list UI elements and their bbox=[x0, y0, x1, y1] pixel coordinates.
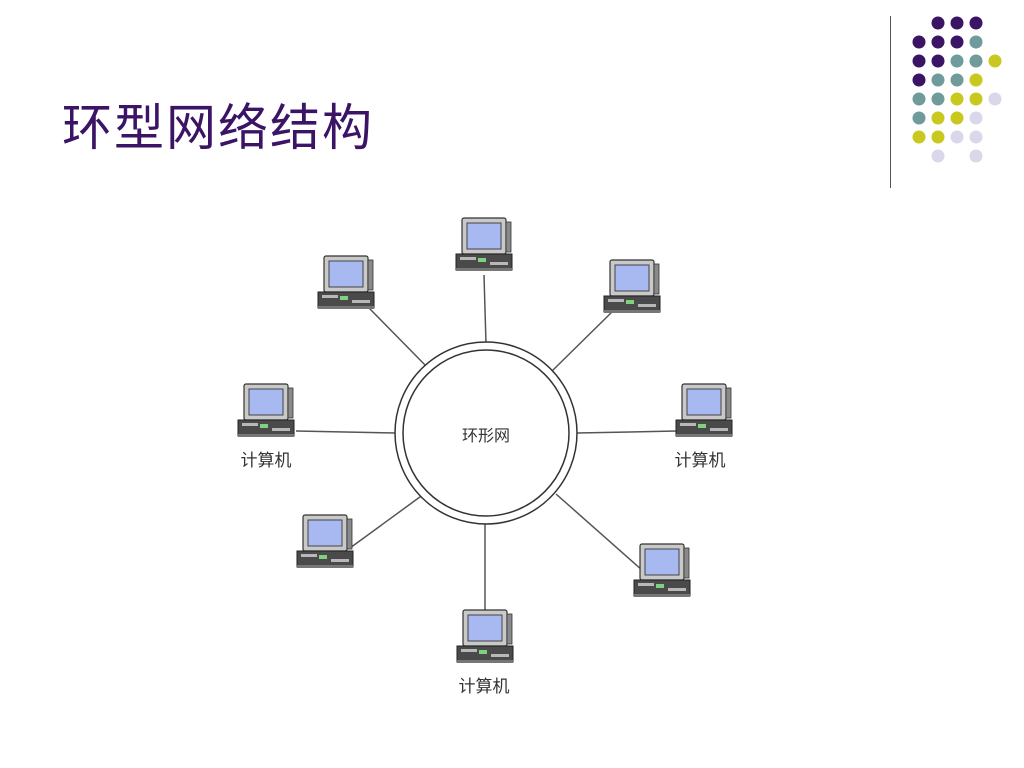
decorative-dot bbox=[950, 16, 964, 30]
decorative-dot bbox=[950, 54, 964, 68]
computer-node-right: 计算机 bbox=[675, 383, 733, 471]
decorative-dot bbox=[969, 35, 983, 49]
decorative-dot bbox=[931, 130, 945, 144]
decorative-dot bbox=[931, 149, 945, 163]
computer-node-top-left bbox=[317, 255, 375, 310]
decorative-dot bbox=[931, 73, 945, 87]
decorative-dot bbox=[969, 130, 983, 144]
decorative-dot bbox=[912, 111, 926, 125]
decorative-dot bbox=[912, 54, 926, 68]
computer-icon bbox=[603, 259, 661, 314]
decorative-dot-grid bbox=[912, 16, 1002, 163]
decorative-dot bbox=[950, 92, 964, 106]
decorative-dot bbox=[931, 54, 945, 68]
link-left bbox=[295, 430, 397, 434]
computer-label: 计算机 bbox=[459, 677, 510, 697]
computer-icon bbox=[456, 609, 514, 664]
computer-icon bbox=[455, 217, 513, 272]
decorative-dot bbox=[969, 16, 983, 30]
ring-links bbox=[295, 274, 678, 618]
computer-node-top bbox=[455, 217, 513, 272]
decorative-dot bbox=[950, 73, 964, 87]
title-divider bbox=[890, 16, 891, 188]
link-top-left bbox=[367, 306, 429, 369]
computer-node-bottom: 计算机 bbox=[456, 609, 514, 697]
computer-icon bbox=[633, 543, 691, 598]
link-top bbox=[483, 274, 487, 345]
computer-node-left: 计算机 bbox=[237, 383, 295, 471]
link-top-right bbox=[551, 309, 615, 372]
computer-icon bbox=[237, 383, 295, 438]
link-right bbox=[576, 430, 678, 434]
computer-label: 计算机 bbox=[241, 451, 292, 471]
computer-icon bbox=[296, 514, 354, 569]
decorative-dot bbox=[969, 73, 983, 87]
decorative-dot bbox=[931, 111, 945, 125]
decorative-dot bbox=[931, 92, 945, 106]
decorative-dot bbox=[988, 54, 1002, 68]
computer-node-top-right bbox=[603, 259, 661, 314]
computer-icon bbox=[317, 255, 375, 310]
decorative-dot bbox=[931, 16, 945, 30]
link-bottom-right bbox=[555, 493, 643, 571]
computer-node-bottom-left bbox=[296, 514, 354, 569]
decorative-dot bbox=[950, 35, 964, 49]
ring-label: 环形网 bbox=[462, 426, 510, 445]
computer-icon bbox=[675, 383, 733, 438]
decorative-dot bbox=[969, 92, 983, 106]
link-bottom-left bbox=[349, 493, 425, 549]
computer-node-bottom-right bbox=[633, 543, 691, 598]
slide-title: 环型网络结构 bbox=[62, 99, 374, 157]
decorative-dot bbox=[931, 35, 945, 49]
decorative-dot bbox=[950, 111, 964, 125]
decorative-dot bbox=[969, 54, 983, 68]
decorative-dot bbox=[969, 149, 983, 163]
computer-label: 计算机 bbox=[675, 451, 726, 471]
decorative-dot bbox=[912, 92, 926, 106]
decorative-dot bbox=[988, 92, 1002, 106]
decorative-dot bbox=[950, 130, 964, 144]
decorative-dot bbox=[912, 73, 926, 87]
decorative-dot bbox=[912, 35, 926, 49]
decorative-dot bbox=[912, 130, 926, 144]
decorative-dot bbox=[969, 111, 983, 125]
ring: 环形网 bbox=[394, 341, 578, 525]
